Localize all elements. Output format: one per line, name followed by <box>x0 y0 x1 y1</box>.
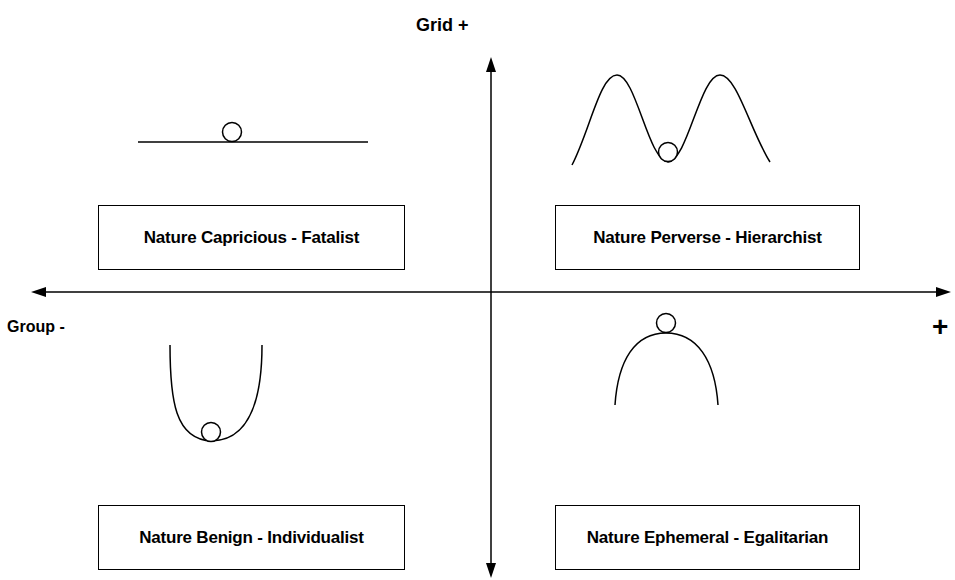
double-hump-landscape <box>572 75 770 165</box>
axis-arrowhead <box>936 287 951 297</box>
quadrant-label: Nature Ephemeral - Egalitarian <box>587 528 829 548</box>
quadrant-box: Nature Capricious - Fatalist <box>98 205 405 270</box>
ball <box>223 123 242 142</box>
axis-arrowhead <box>486 563 496 578</box>
grid-axis <box>490 70 492 566</box>
ball <box>202 423 221 442</box>
flat-landscape <box>138 141 368 143</box>
axis-label: + <box>930 311 950 343</box>
group-axis <box>44 291 938 293</box>
axis-arrowhead <box>31 287 46 297</box>
axis-label: Grid + <box>414 15 471 36</box>
quadrant-box: Nature Benign - Individualist <box>98 505 405 570</box>
valley-landscape <box>170 345 262 441</box>
ball <box>659 143 678 162</box>
quadrant-label: Nature Benign - Individualist <box>139 528 364 548</box>
quadrant-box: Nature Ephemeral - Egalitarian <box>555 505 860 570</box>
ball <box>657 314 676 333</box>
hump-landscape <box>615 333 718 405</box>
quadrant-label: Nature Capricious - Fatalist <box>144 228 359 248</box>
axis-label: Group - <box>5 318 67 336</box>
axis-arrowhead <box>486 57 496 72</box>
quadrant-box: Nature Perverse - Hierarchist <box>555 205 860 270</box>
quadrant-label: Nature Perverse - Hierarchist <box>593 228 822 248</box>
